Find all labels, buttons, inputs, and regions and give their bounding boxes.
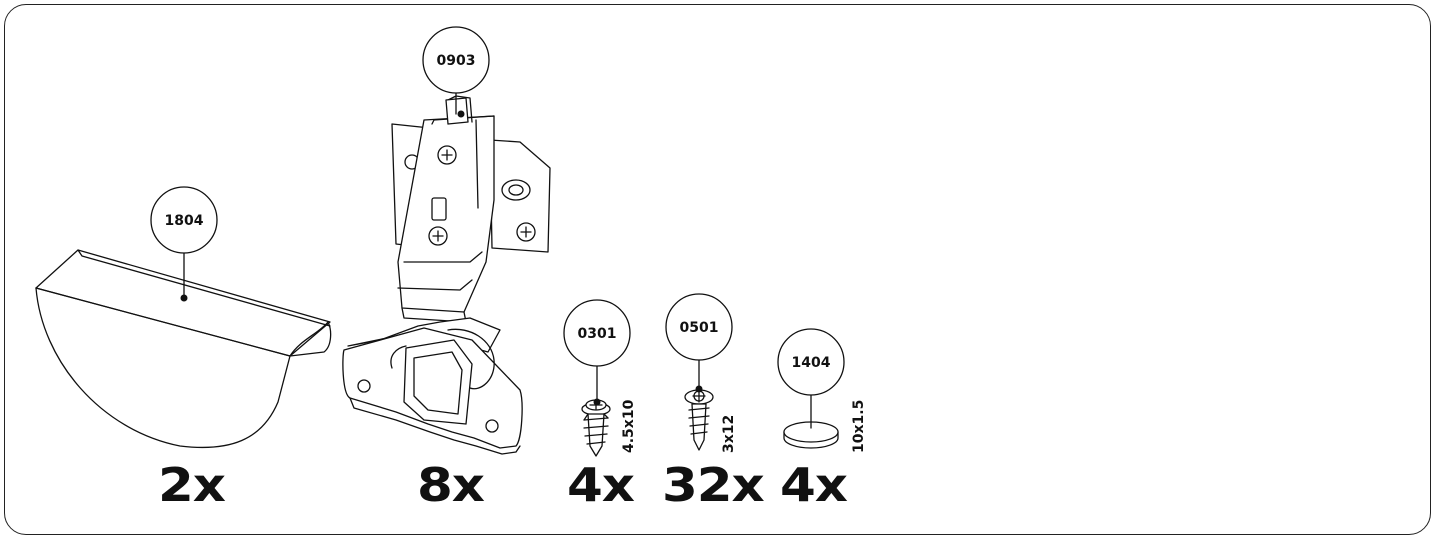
hinge-0903-drawing bbox=[342, 95, 551, 455]
quantity-1404: 4x bbox=[780, 458, 848, 512]
quantity-0501: 32x bbox=[662, 458, 765, 512]
screw-0501-drawing bbox=[684, 389, 714, 451]
part-code-1404: 1404 bbox=[792, 355, 831, 371]
part-code-0301: 0301 bbox=[578, 326, 617, 342]
quantity-0301: 4x bbox=[567, 458, 635, 512]
size-label-0301: 4.5x10 bbox=[621, 399, 637, 453]
quantity-0903: 8x bbox=[417, 458, 485, 512]
part-label-0903: 0903 bbox=[422, 26, 490, 115]
part-code-1804: 1804 bbox=[165, 213, 204, 229]
part-label-0301: 0301 bbox=[563, 299, 631, 406]
quantity-1804: 2x bbox=[158, 458, 226, 512]
part-code-0501: 0501 bbox=[680, 320, 719, 336]
size-label-0501: 3x12 bbox=[721, 415, 737, 453]
part-label-1404: 1404 bbox=[777, 328, 845, 429]
part-label-1804: 1804 bbox=[150, 186, 218, 302]
parts-panel-frame bbox=[4, 4, 1431, 535]
bumper-pad-1404-drawing bbox=[783, 421, 839, 449]
part-label-0501: 0501 bbox=[665, 293, 733, 393]
handle-1804-drawing bbox=[35, 249, 332, 449]
part-code-0903: 0903 bbox=[437, 53, 476, 69]
screw-0301-drawing bbox=[581, 399, 611, 457]
size-label-1404: 10x1.5 bbox=[851, 400, 867, 453]
